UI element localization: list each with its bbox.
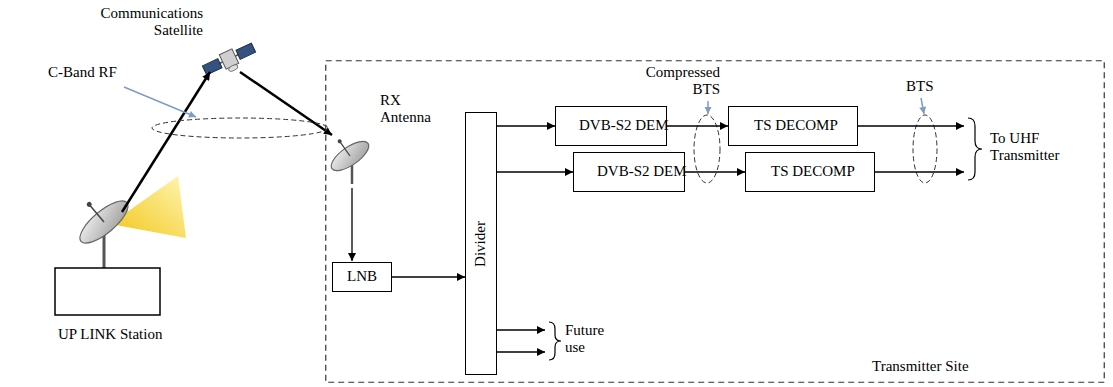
region-outline bbox=[325, 60, 1105, 383]
box-label: DVB-S2 DEM bbox=[597, 163, 661, 180]
leader-line bbox=[124, 87, 196, 117]
callout-label: BTS bbox=[906, 78, 934, 95]
antenna-feed bbox=[351, 188, 352, 261]
box-label: DVB-S2 DEM bbox=[579, 117, 643, 134]
callout-label: UP LINK Station bbox=[58, 326, 162, 343]
divider-box: Divider bbox=[465, 112, 497, 375]
process-box: DVB-S2 DEM bbox=[573, 152, 685, 192]
uplink-dish bbox=[65, 183, 134, 250]
signal-ellipse bbox=[694, 115, 720, 183]
region-border bbox=[326, 61, 1105, 383]
output-arrow bbox=[497, 329, 545, 330]
uplink-station bbox=[55, 268, 160, 315]
box-label: LNB bbox=[347, 268, 377, 285]
callout-label: Communications Satellite bbox=[88, 5, 203, 40]
signal-arrow bbox=[497, 171, 573, 172]
signal-arrow bbox=[667, 125, 728, 126]
region-title: Transmitter Site bbox=[872, 358, 969, 375]
signal-arrow bbox=[392, 276, 465, 277]
process-box: LNB bbox=[332, 262, 392, 292]
callout-label: Future use bbox=[565, 322, 617, 357]
signal-arrow bbox=[685, 171, 745, 172]
process-box: TS DECOMP bbox=[745, 152, 875, 192]
output-arrow bbox=[858, 125, 964, 126]
box-label: TS DECOMP bbox=[771, 163, 849, 180]
box-label: Divider bbox=[472, 221, 489, 267]
signal-arrow bbox=[497, 125, 555, 126]
downlink-ray bbox=[240, 72, 332, 135]
output-arrow bbox=[875, 171, 964, 172]
signal-ellipse bbox=[913, 115, 937, 183]
leader-line bbox=[921, 98, 924, 114]
rx-antenna bbox=[321, 127, 374, 176]
c-band-ellipse bbox=[152, 118, 328, 138]
leader-line bbox=[707, 101, 709, 114]
callout-label: RX Antenna bbox=[380, 92, 440, 127]
callout-label: Compressed BTS bbox=[628, 64, 720, 99]
brace bbox=[968, 118, 982, 180]
callout-label: C-Band RF bbox=[48, 64, 117, 81]
brace bbox=[549, 322, 561, 360]
output-arrow bbox=[497, 351, 545, 352]
box-label: TS DECOMP bbox=[754, 117, 832, 134]
callout-label: To UHF Transmitter bbox=[990, 130, 1075, 165]
process-box: TS DECOMP bbox=[728, 106, 858, 146]
satellite-icon bbox=[201, 40, 259, 81]
process-box: DVB-S2 DEM bbox=[555, 106, 667, 146]
uplink-ray bbox=[122, 72, 210, 212]
site-region: Transmitter Site LNB Divider DVB-S2 DEM DVB-… bbox=[325, 60, 1105, 383]
